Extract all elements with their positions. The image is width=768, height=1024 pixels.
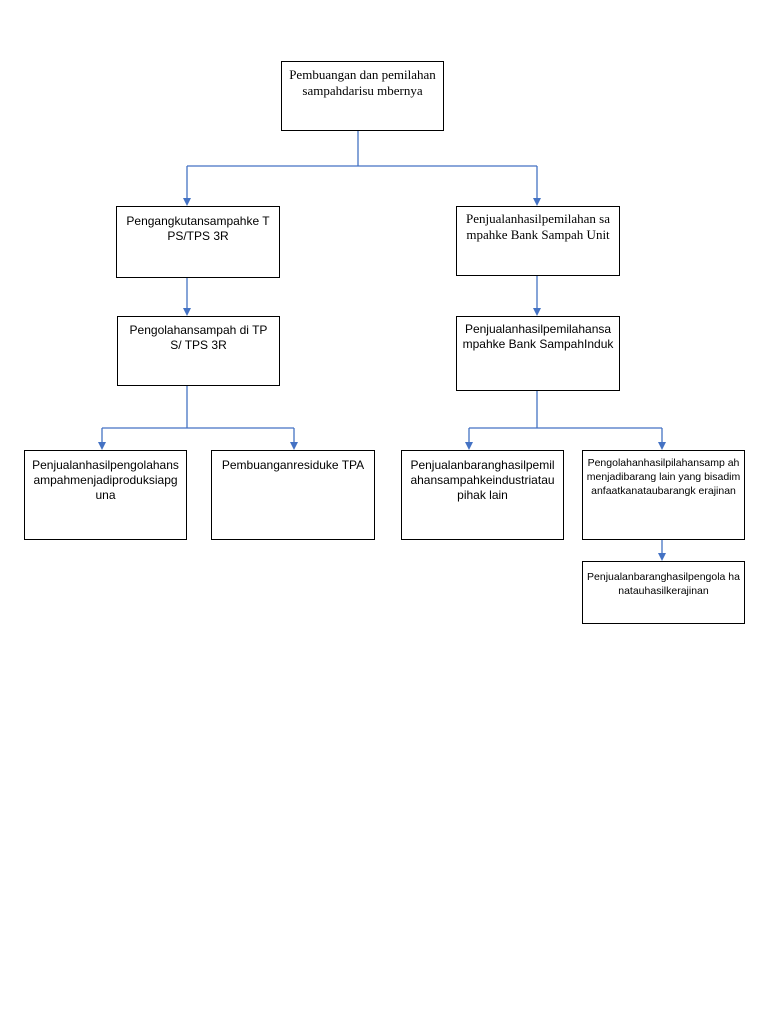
- node-right-4: Penjualanbaranghasilpengola hanatauhasil…: [582, 561, 745, 624]
- node-left-1-label: Pengangkutansampahke TPS/TPS 3R: [126, 214, 270, 243]
- node-left-3b: Pembuanganresiduke TPA: [211, 450, 375, 540]
- node-right-1-label: Penjualanhasilpemilahan sampahke Bank Sa…: [465, 211, 611, 242]
- node-right-3b: Pengolahanhasilpilahansamp ahmenjadibara…: [582, 450, 745, 540]
- node-right-1: Penjualanhasilpemilahan sampahke Bank Sa…: [456, 206, 620, 276]
- node-left-2-label: Pengolahansampah di TPS/ TPS 3R: [129, 323, 268, 352]
- node-left-3a: Penjualanhasilpengolahans ampahmenjadipr…: [24, 450, 187, 540]
- node-right-2: Penjualanhasilpemilahansa mpahke Bank Sa…: [456, 316, 620, 391]
- node-right-2-label: Penjualanhasilpemilahansa mpahke Bank Sa…: [462, 322, 614, 351]
- node-right-3a: Penjualanbaranghasilpemil ahansampahkein…: [401, 450, 564, 540]
- node-left-2: Pengolahansampah di TPS/ TPS 3R: [117, 316, 280, 386]
- node-left-3b-label: Pembuanganresiduke TPA: [221, 458, 365, 472]
- node-right-4-label: Penjualanbaranghasilpengola hanatauhasil…: [587, 571, 740, 597]
- node-root-label: Pembuangan dan pemilahansampahdarisu mbe…: [289, 67, 436, 98]
- node-right-3a-label: Penjualanbaranghasilpemil ahansampahkein…: [410, 458, 555, 502]
- node-root: Pembuangan dan pemilahansampahdarisu mbe…: [281, 61, 444, 131]
- node-left-1: Pengangkutansampahke TPS/TPS 3R: [116, 206, 280, 278]
- node-left-3a-label: Penjualanhasilpengolahans ampahmenjadipr…: [32, 458, 179, 502]
- node-right-3b-label: Pengolahanhasilpilahansamp ahmenjadibara…: [586, 457, 741, 497]
